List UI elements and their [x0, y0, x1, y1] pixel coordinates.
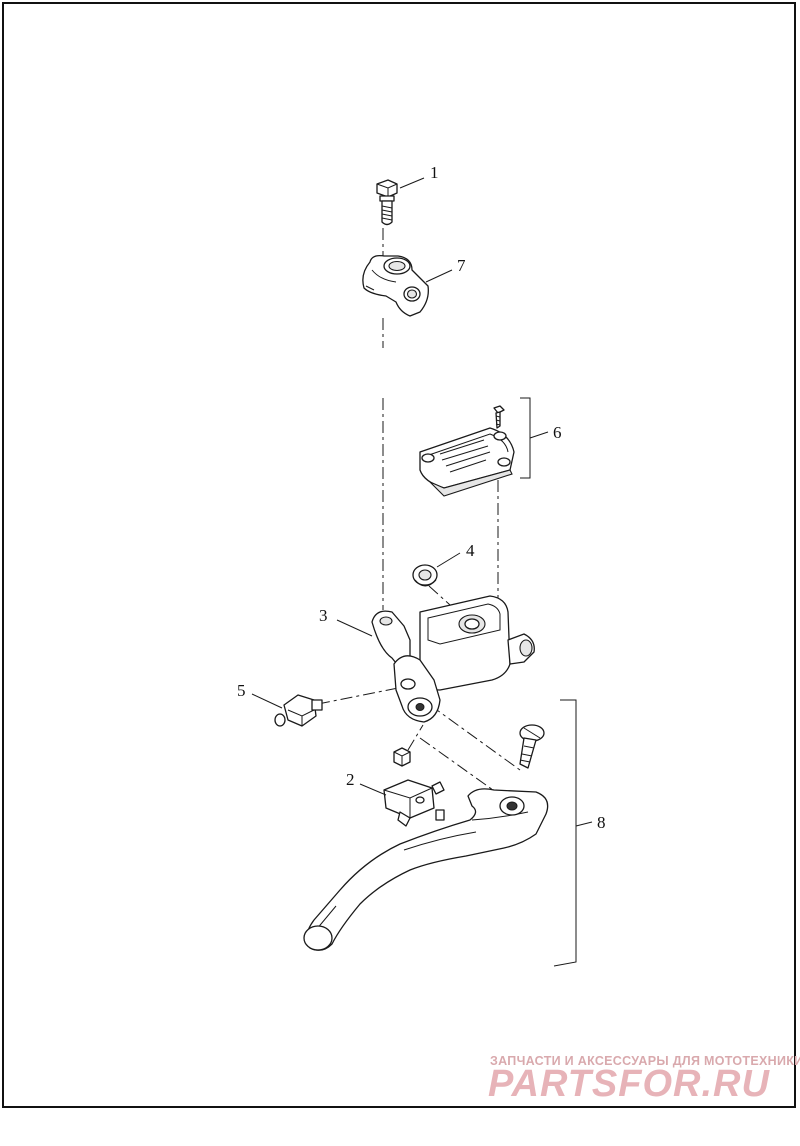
callout-1: 1 — [430, 163, 439, 182]
cover-part-6 — [419, 405, 515, 497]
lever-part-8 — [303, 788, 549, 951]
clamp-part-7 — [362, 254, 429, 317]
callout-6: 6 — [553, 423, 562, 442]
grommet-part-4 — [412, 564, 438, 587]
watermark-logo: PARTSFOR.RU — [488, 1063, 770, 1105]
nut — [393, 747, 411, 767]
switch-part-5 — [274, 694, 323, 727]
bracket-part-8 — [553, 699, 593, 967]
leader-lines — [251, 177, 461, 796]
callout-5: 5 — [237, 681, 246, 700]
callout-3: 3 — [319, 606, 328, 625]
callout-7: 7 — [457, 256, 466, 275]
callouts: 1 7 6 4 3 5 2 8 — [237, 163, 606, 832]
pivot-screw — [519, 724, 545, 769]
switch-housing-part-2 — [383, 779, 445, 827]
callout-2: 2 — [346, 770, 355, 789]
page-frame — [2, 2, 796, 1108]
bolt-part-1 — [376, 179, 398, 226]
callout-4: 4 — [466, 541, 475, 560]
bracket-part-6 — [520, 397, 549, 479]
master-cylinder-part-3 — [371, 595, 535, 723]
watermark: ЗАПЧАСТИ И АКСЕССУАРЫ ДЛЯ МОТОТЕХНИКИ PA… — [488, 1054, 800, 1105]
watermark-tagline: ЗАПЧАСТИ И АКСЕССУАРЫ ДЛЯ МОТОТЕХНИКИ — [490, 1054, 800, 1068]
callout-8: 8 — [597, 813, 606, 832]
